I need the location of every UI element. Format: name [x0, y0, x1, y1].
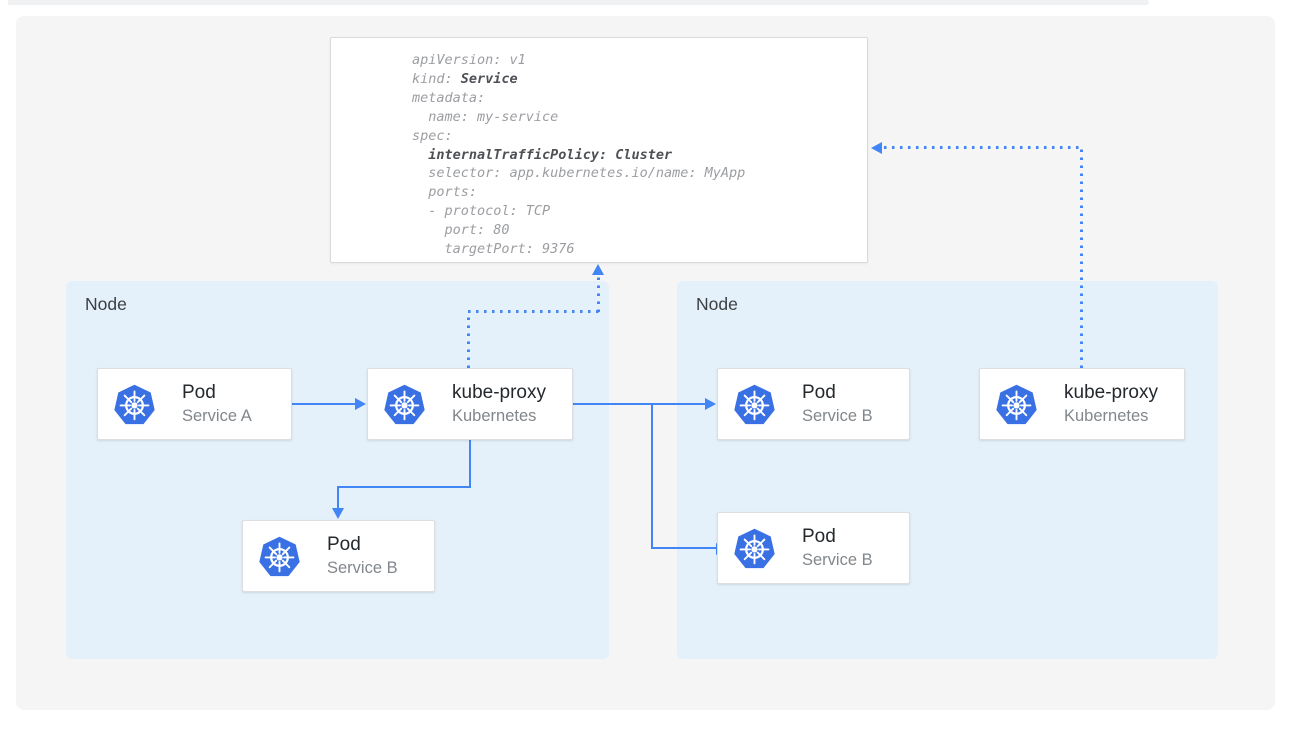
arrow-segment	[573, 403, 706, 405]
dotted-segment	[884, 146, 1082, 149]
arrow-segment	[337, 486, 339, 508]
arrow-segment	[651, 403, 653, 549]
node-label: Node	[696, 294, 738, 314]
card-subtitle: Service B	[327, 559, 398, 577]
arrowhead-down-icon	[332, 508, 344, 519]
kubernetes-icon	[257, 534, 302, 579]
card-subtitle: Service B	[802, 407, 873, 425]
card-subtitle: Kubernetes	[1064, 407, 1149, 425]
card-title: Pod	[802, 526, 836, 547]
arrow-segment	[651, 547, 717, 549]
card-title: Pod	[802, 382, 836, 403]
node-label: Node	[85, 294, 127, 314]
dotted-segment	[468, 310, 600, 313]
card-pod-service-b-right-top: Pod Service B	[717, 368, 910, 440]
card-subtitle: Service B	[802, 551, 873, 569]
dotted-segment	[467, 315, 470, 368]
card-pod-service-b-right-bottom: Pod Service B	[717, 512, 910, 584]
arrow-segment	[337, 486, 471, 488]
dotted-segment	[597, 276, 600, 312]
arrowhead-left-icon	[871, 141, 882, 154]
card-title: kube-proxy	[1064, 382, 1158, 403]
card-subtitle: Kubernetes	[452, 407, 537, 425]
node-panel-left: Node	[66, 281, 609, 659]
arrow-segment	[292, 403, 357, 405]
kubernetes-icon	[732, 526, 777, 571]
node-panel-right: Node	[677, 281, 1218, 659]
kubernetes-icon	[994, 382, 1039, 427]
card-pod-service-a: Pod Service A	[97, 368, 292, 440]
arrowhead-right-icon	[355, 398, 366, 410]
card-title: Pod	[327, 534, 361, 555]
kubernetes-icon	[382, 382, 427, 427]
card-pod-service-b-left: Pod Service B	[242, 520, 435, 592]
card-kube-proxy-right: kube-proxy Kubernetes	[979, 368, 1185, 440]
card-title: kube-proxy	[452, 382, 546, 403]
arrow-segment	[469, 440, 471, 488]
kubernetes-icon	[732, 382, 777, 427]
dotted-segment	[1080, 148, 1083, 368]
card-title: Pod	[182, 382, 216, 403]
arrowhead-right-icon	[705, 398, 716, 410]
top-scroll-divider	[8, 0, 1149, 5]
kubernetes-icon	[112, 382, 157, 427]
arrowhead-up-icon	[592, 264, 604, 275]
card-kube-proxy-left: kube-proxy Kubernetes	[367, 368, 573, 440]
card-subtitle: Service A	[182, 407, 252, 425]
